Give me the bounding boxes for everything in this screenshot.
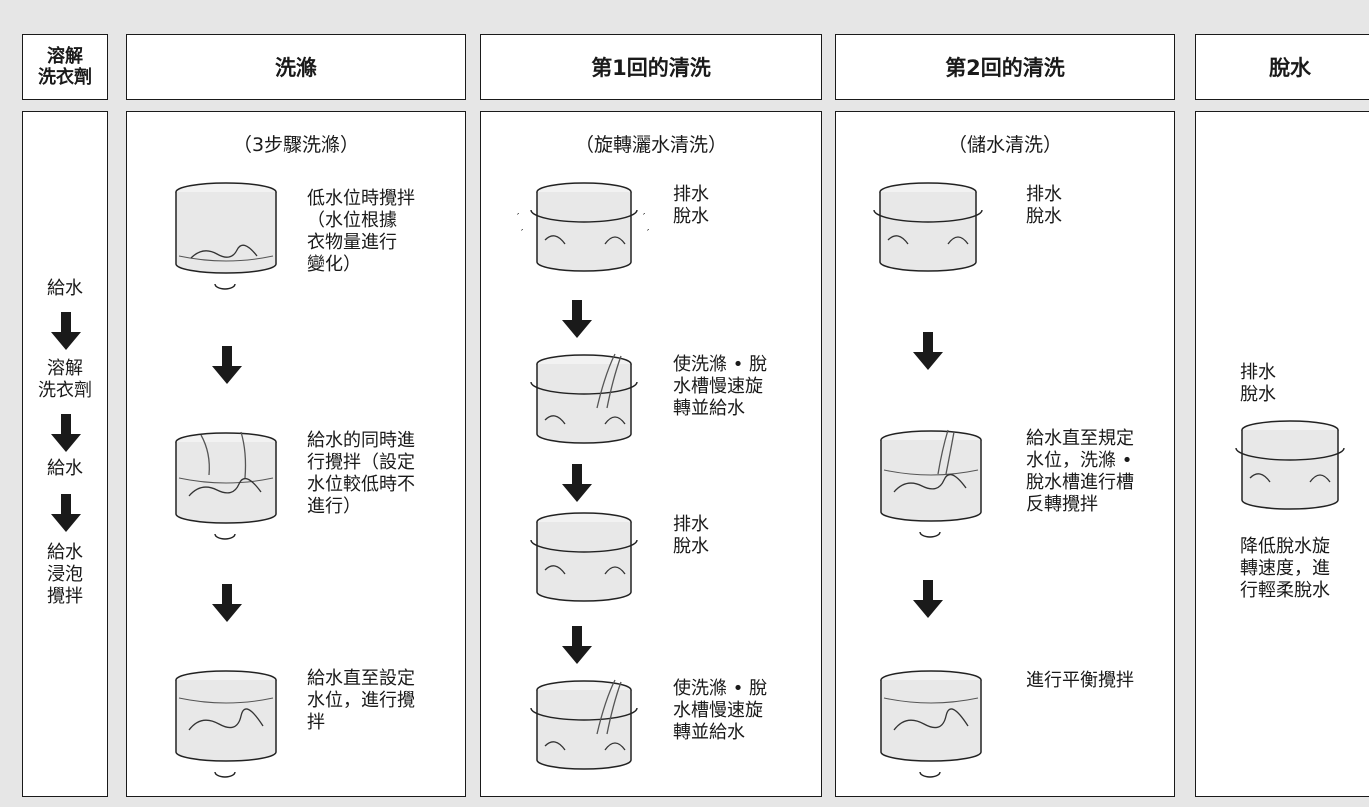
down-arrow-icon <box>562 626 592 664</box>
column-spin: 排水 脫水 降低脫水旋 轉速度，進 行輕柔脫水 <box>1195 111 1369 797</box>
process-diagram: 溶解 洗衣劑 洗滌 第1回的清洗 第2回的清洗 脫水 給水 溶解 洗衣劑 給水 … <box>8 8 1369 799</box>
header-detergent: 溶解 洗衣劑 <box>22 34 108 100</box>
wash-step-2-text: 給水的同時進 行攪拌（設定 水位較低時不 進行） <box>307 430 415 517</box>
wash-step-1-text: 低水位時攪拌 （水位根據 衣物量進行 變化） <box>307 188 415 275</box>
detergent-step-1: 給水 <box>47 278 83 299</box>
column-detergent: 給水 溶解 洗衣劑 給水 給水 浸泡 攪拌 <box>22 111 108 797</box>
svg-text:′: ′ <box>643 212 646 223</box>
down-arrow-icon <box>562 300 592 338</box>
tub-low-water-icon <box>175 182 277 290</box>
tub-drain-spin-icon: ′′ ′′ <box>517 182 650 272</box>
rinse1-step-3-text: 排水 脫水 <box>673 514 709 557</box>
rinse2-subtitle: （儲水清洗） <box>947 134 1062 156</box>
spin-step-2-text: 降低脫水旋 轉速度，進 行輕柔脫水 <box>1240 536 1330 601</box>
spin-step-1-text: 排水 脫水 <box>1240 362 1276 405</box>
tub-balance-stirring-icon <box>880 670 982 778</box>
detergent-step-2: 溶解 洗衣劑 <box>38 358 92 401</box>
down-arrow-icon <box>913 332 943 370</box>
tub-drain-spin-icon <box>530 512 638 602</box>
wash-subtitle: （3步驟洗滌） <box>232 134 360 156</box>
rinse1-subtitle: （旋轉灑水清洗） <box>574 134 727 156</box>
rinse1-step-4-text: 使洗滌 • 脫 水槽慢速旋 轉並給水 <box>673 678 768 743</box>
header-detergent-line2: 洗衣劑 <box>38 67 92 88</box>
header-rinse1: 第1回的清洗 <box>480 34 822 100</box>
tub-drain-spin-icon <box>1235 420 1345 510</box>
tub-filling-stirring-icon <box>175 431 277 540</box>
tub-slow-spin-fill-icon <box>530 679 638 770</box>
rinse2-step-3-text: 進行平衡攪拌 <box>1026 670 1134 691</box>
tub-slow-spin-fill-icon <box>530 353 638 444</box>
header-spin: 脫水 <box>1195 34 1369 100</box>
tub-full-stirring-icon <box>175 670 277 778</box>
tub-reverse-stirring-icon <box>880 429 982 538</box>
column-rinse1: （旋轉灑水清洗） ′′ ′′ 排水 脫水 使洗滌 • 脫 水槽慢速旋 轉並給水 <box>480 111 822 797</box>
down-arrow-icon <box>212 346 242 384</box>
rinse2-step-2-text: 給水直至規定 水位，洗滌 • 脫水槽進行槽 反轉攪拌 <box>1026 428 1134 515</box>
down-arrow-icon <box>913 580 943 618</box>
wash-step-3-text: 給水直至設定 水位，進行攪 拌 <box>307 668 415 733</box>
rinse1-step-1-text: 排水 脫水 <box>673 184 709 227</box>
header-rinse2: 第2回的清洗 <box>835 34 1175 100</box>
detergent-step-3: 給水 <box>47 458 83 479</box>
tub-drain-spin-icon <box>873 182 983 272</box>
header-wash: 洗滌 <box>126 34 466 100</box>
down-arrow-icon <box>212 584 242 622</box>
down-arrow-icon <box>51 494 81 532</box>
header-detergent-line1: 溶解 <box>47 46 83 67</box>
column-wash: （3步驟洗滌） 低水位時攪拌 （水位根據 衣物量進行 變化） 給水的同時進 行攪… <box>126 111 466 797</box>
column-rinse2: （儲水清洗） 排水 脫水 給水直至規定 水位，洗滌 • 脫水槽進行槽 反轉攪拌 <box>835 111 1175 797</box>
down-arrow-icon <box>51 312 81 350</box>
detergent-step-4: 給水 浸泡 攪拌 <box>47 542 83 607</box>
svg-text:′: ′ <box>647 228 650 239</box>
rinse1-step-2-text: 使洗滌 • 脫 水槽慢速旋 轉並給水 <box>673 354 768 419</box>
svg-text:′: ′ <box>517 212 520 223</box>
down-arrow-icon <box>562 464 592 502</box>
down-arrow-icon <box>51 414 81 452</box>
rinse2-step-1-text: 排水 脫水 <box>1026 184 1062 227</box>
svg-text:′: ′ <box>521 228 524 239</box>
